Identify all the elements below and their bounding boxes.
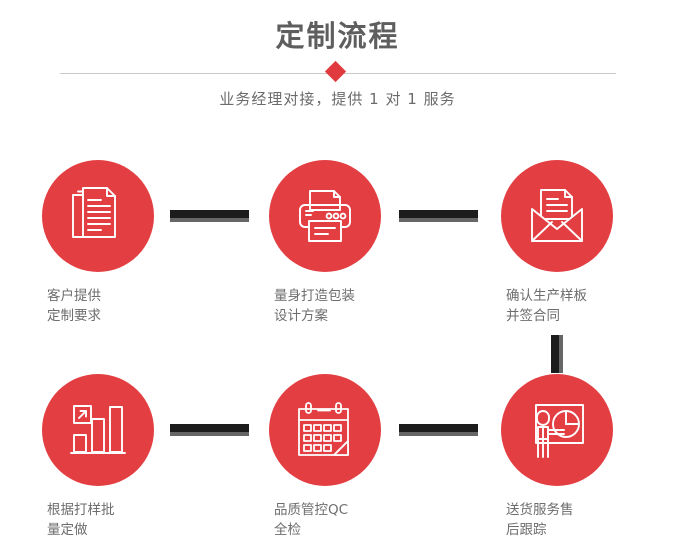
flow-step-3-label-line2: 并签合同 — [506, 308, 560, 324]
calendar-icon — [292, 397, 358, 463]
header: 定制流程 业务经理对接，提供 1 对 1 服务 — [0, 0, 675, 130]
flow-step-5-circle — [269, 374, 381, 486]
flow-step-3-circle — [501, 160, 613, 272]
flow-step-1-circle — [42, 160, 154, 272]
connector-shadow — [170, 218, 249, 222]
flow-step-4-label-line1: 根据打样批 — [47, 502, 115, 518]
flow-step-5-label: 品质管控QC 全检 — [245, 500, 405, 540]
title-divider — [0, 60, 675, 86]
flow-step-4-label-line2: 量定做 — [47, 522, 88, 538]
flow-step-4[interactable]: 根据打样批 量定做 — [18, 374, 178, 540]
page-subtitle: 业务经理对接，提供 1 对 1 服务 — [219, 90, 456, 108]
flow-step-5-label-line2: 全检 — [274, 522, 301, 538]
connector-bar — [551, 335, 559, 373]
flow-step-6-label-line1: 送货服务售 — [506, 502, 574, 518]
flow-step-2-label-line2: 设计方案 — [274, 308, 328, 324]
flow-step-5[interactable]: 品质管控QC 全检 — [245, 374, 405, 540]
presentation-person-pie-chart-icon — [524, 397, 590, 463]
flow-step-1-label-line2: 定制要求 — [47, 308, 101, 324]
connector-bar — [399, 210, 478, 218]
connector-bar — [170, 210, 249, 218]
flow-step-3-label-line1: 确认生产样板 — [506, 288, 587, 304]
flow-step-6-circle — [501, 374, 613, 486]
flow-step-1[interactable]: 客户提供 定制要求 — [18, 160, 178, 326]
flow-step-1-label: 客户提供 定制要求 — [18, 286, 178, 326]
connector-step5-step6 — [399, 424, 478, 436]
envelope-letter-icon — [524, 183, 590, 249]
flow-step-3[interactable]: 确认生产样板 并签合同 — [477, 160, 637, 326]
connector-step4-step5 — [170, 424, 249, 436]
connector-shadow — [559, 335, 563, 373]
printer-icon — [292, 183, 358, 249]
flow-step-3-label: 确认生产样板 并签合同 — [477, 286, 637, 326]
page-title: 定制流程 — [275, 19, 400, 53]
connector-step1-step2 — [170, 210, 249, 222]
flow-step-1-label-line1: 客户提供 — [47, 288, 101, 304]
connector-step3-step6 — [551, 335, 563, 373]
flow-step-2[interactable]: 量身打造包装 设计方案 — [245, 160, 405, 326]
documents-stack-icon — [65, 183, 131, 249]
flow-step-4-label: 根据打样批 量定做 — [18, 500, 178, 540]
flow-step-2-label-line1: 量身打造包装 — [274, 288, 355, 304]
flow-step-2-circle — [269, 160, 381, 272]
connector-step2-step3 — [399, 210, 478, 222]
connector-bar — [170, 424, 249, 432]
connector-bar — [399, 424, 478, 432]
bar-chart-growth-icon — [65, 397, 131, 463]
connector-shadow — [399, 432, 478, 436]
connector-shadow — [170, 432, 249, 436]
flow-step-4-circle — [42, 374, 154, 486]
connector-shadow — [399, 218, 478, 222]
flow-step-6-label-line2: 后跟踪 — [506, 522, 547, 538]
flow-step-6-label: 送货服务售 后跟踪 — [477, 500, 637, 540]
flow-step-2-label: 量身打造包装 设计方案 — [245, 286, 405, 326]
flow-step-5-label-line1: 品质管控QC — [274, 502, 349, 518]
flow-step-6[interactable]: 送货服务售 后跟踪 — [477, 374, 637, 540]
